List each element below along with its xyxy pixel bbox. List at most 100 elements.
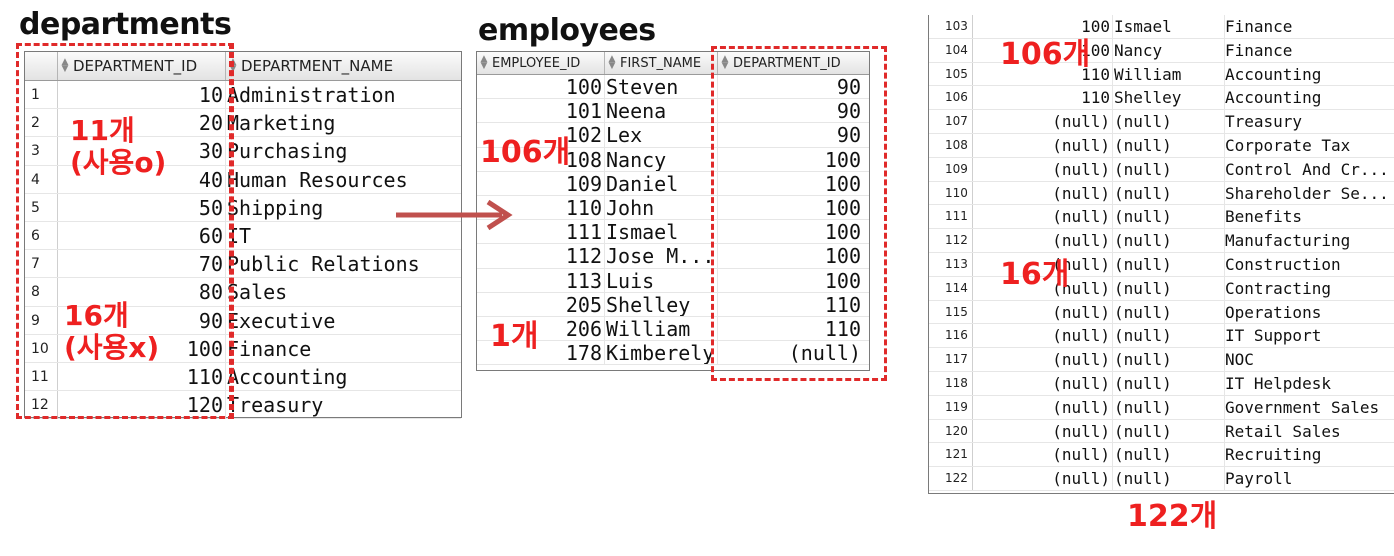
cell-employee-id[interactable]: 178 (477, 341, 605, 365)
cell-department-id[interactable]: 100 (824, 195, 861, 220)
table-row[interactable]: 114(null)(null)Contracting (929, 276, 1394, 301)
cell-department-id[interactable]: 90 (836, 75, 861, 99)
table-row[interactable]: 117(null)(null)NOC (929, 348, 1394, 372)
row-number[interactable]: 113 (929, 252, 973, 276)
cell-department-name[interactable]: Accounting (227, 364, 348, 389)
row-number[interactable]: 121 (929, 443, 973, 467)
table-row[interactable]: 111(null)(null)Benefits (929, 205, 1394, 230)
cell-employee-id[interactable]: 206 (477, 316, 605, 341)
cell-department-id[interactable]: 110 (824, 292, 861, 316)
cell-employee-id[interactable]: (null) (973, 181, 1113, 205)
cell-first-name[interactable]: (null) (1113, 395, 1225, 419)
cell-first-name[interactable]: (null) (1113, 300, 1225, 324)
cell-first-name[interactable]: Steven (605, 75, 718, 99)
cell-first-name[interactable]: Lex (605, 123, 718, 147)
row-number[interactable]: 111 (929, 205, 973, 229)
row-number[interactable]: 122 (929, 467, 973, 490)
cell-department-name[interactable]: IT Helpdesk (1225, 373, 1331, 393)
cell-department-id[interactable]: 30 (58, 137, 226, 165)
cell-employee-id[interactable]: 102 (477, 123, 605, 147)
cell-employee-id[interactable]: (null) (973, 395, 1113, 419)
cell-department-id[interactable]: 40 (58, 165, 226, 193)
table-row[interactable]: 122(null)(null)Payroll (929, 467, 1394, 491)
cell-employee-id[interactable]: 109 (477, 171, 605, 195)
row-number[interactable]: 107 (929, 110, 973, 133)
table-row[interactable]: 118(null)(null)IT Helpdesk (929, 371, 1394, 396)
cell-employee-id[interactable]: 205 (477, 292, 605, 316)
cell-department-id[interactable]: 110 (824, 316, 861, 341)
row-number[interactable]: 106 (929, 86, 973, 110)
cell-first-name[interactable]: (null) (1113, 324, 1225, 348)
cell-department-name[interactable]: Treasury (227, 393, 324, 418)
row-number[interactable]: 108 (929, 133, 973, 157)
cell-first-name[interactable]: (null) (1113, 157, 1225, 181)
cell-department-name[interactable]: Construction (1225, 254, 1341, 274)
table-row[interactable]: 119(null)(null)Government Sales (929, 395, 1394, 420)
row-number[interactable]: 9 (25, 306, 58, 334)
cell-department-name[interactable]: Shipping (227, 195, 324, 220)
cell-employee-id[interactable]: (null) (973, 276, 1113, 300)
row-number[interactable]: 115 (929, 300, 973, 324)
table-row[interactable]: 112(null)(null)Manufacturing (929, 229, 1394, 253)
cell-department-id[interactable]: 10 (58, 81, 226, 109)
cell-department-id[interactable]: 100 (824, 147, 861, 171)
cell-first-name[interactable]: Luis (605, 268, 718, 292)
cell-employee-id[interactable]: 110 (973, 62, 1113, 86)
cell-employee-id[interactable]: (null) (973, 371, 1113, 395)
cell-department-name[interactable]: Accounting (1225, 88, 1322, 108)
table-row[interactable]: 107(null)(null)Treasury (929, 110, 1394, 134)
cell-first-name[interactable]: Ismael (605, 220, 718, 244)
cell-first-name[interactable]: (null) (1113, 252, 1225, 276)
cell-department-id[interactable]: 60 (58, 221, 226, 250)
cell-first-name[interactable]: Neena (605, 99, 718, 123)
cell-first-name[interactable]: Daniel (605, 171, 718, 195)
row-number[interactable]: 5 (25, 193, 58, 221)
cell-first-name[interactable]: Nancy (1113, 38, 1225, 62)
table-row[interactable]: 109(null)(null)Control And Cr... (929, 157, 1394, 182)
cell-department-id[interactable]: 80 (58, 278, 226, 306)
row-number[interactable]: 12 (25, 391, 58, 419)
cell-department-name[interactable]: Finance (1225, 40, 1293, 60)
cell-employee-id[interactable]: (null) (973, 229, 1113, 252)
cell-department-name[interactable]: Public Relations (227, 252, 420, 277)
cell-department-id[interactable]: 100 (824, 244, 861, 268)
cell-first-name[interactable]: William (605, 316, 718, 341)
cell-department-name[interactable]: IT Support (1225, 326, 1322, 346)
cell-department-name[interactable]: Finance (227, 336, 312, 361)
cell-department-name[interactable]: Manufacturing (1225, 231, 1351, 251)
cell-department-name[interactable]: Accounting (1225, 64, 1322, 84)
row-number[interactable]: 10 (25, 334, 58, 362)
cell-first-name[interactable]: (null) (1113, 443, 1225, 467)
cell-employee-id[interactable]: (null) (973, 443, 1113, 467)
table-row[interactable]: 121(null)(null)Recruiting (929, 443, 1394, 468)
cell-department-id[interactable]: 100 (58, 334, 226, 362)
header-department-id[interactable]: ▲▼DEPARTMENT_ID (721, 54, 841, 71)
cell-department-name[interactable]: Shareholder Se... (1225, 183, 1389, 203)
cell-first-name[interactable]: (null) (1113, 181, 1225, 205)
header-first-name[interactable]: ▲▼FIRST_NAME (605, 52, 718, 74)
cell-department-id[interactable]: 110 (58, 362, 226, 391)
row-number[interactable]: 2 (25, 109, 58, 137)
row-number[interactable]: 109 (929, 157, 973, 181)
cell-employee-id[interactable]: (null) (973, 205, 1113, 229)
cell-first-name[interactable]: (null) (1113, 276, 1225, 300)
row-number[interactable]: 114 (929, 276, 973, 300)
cell-department-name[interactable]: Operations (1225, 302, 1322, 322)
row-number[interactable]: 119 (929, 395, 973, 419)
row-number[interactable]: 8 (25, 278, 58, 306)
